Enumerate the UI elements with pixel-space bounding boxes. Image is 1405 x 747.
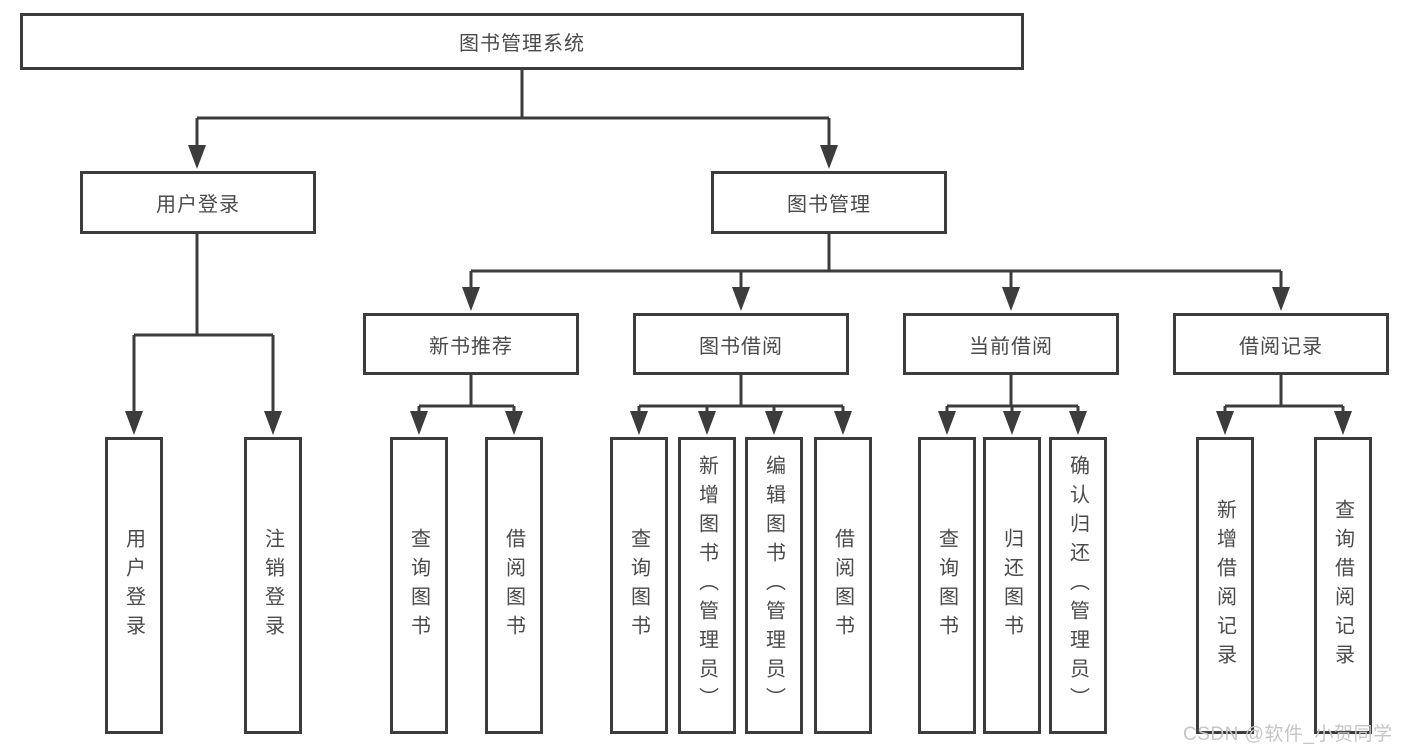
node-label: 查询图书 (627, 527, 650, 644)
node-label: 新增借阅记录 (1213, 498, 1236, 673)
leaf-return-book: 归还图书 (983, 437, 1041, 734)
node-user-login: 用户登录 (80, 171, 316, 234)
node-label: 编辑图书（管理员） (762, 455, 785, 716)
node-label: 查询借阅记录 (1331, 498, 1354, 673)
node-label: 新增图书（管理员） (695, 455, 718, 716)
node-label: 注销登录 (261, 527, 284, 644)
leaf-search-books-borrow: 查询图书 (610, 437, 668, 734)
node-label: 确认归还（管理员） (1066, 455, 1089, 716)
node-label: 查询图书 (935, 527, 958, 644)
leaf-add-borrow-record: 新增借阅记录 (1196, 437, 1254, 734)
leaf-edit-book-admin: 编辑图书（管理员） (745, 437, 803, 734)
node-label: 新书推荐 (429, 335, 513, 358)
leaf-confirm-return-admin: 确认归还（管理员） (1049, 437, 1107, 734)
leaf-borrow-books-newbook: 借阅图书 (485, 437, 543, 734)
node-book-borrow: 图书借阅 (633, 313, 849, 375)
leaf-search-books-current: 查询图书 (918, 437, 976, 734)
leaf-search-borrow-record: 查询借阅记录 (1314, 437, 1372, 734)
node-new-book-recommend: 新书推荐 (363, 313, 579, 375)
node-label: 查询图书 (407, 527, 430, 644)
leaf-add-book-admin: 新增图书（管理员） (678, 437, 736, 734)
csdn-watermark: CSDN @软件_小贺同学 (1183, 724, 1393, 745)
node-label: 图书管理系统 (459, 33, 585, 55)
leaf-search-books-newbook: 查询图书 (390, 437, 448, 734)
node-label: 借阅图书 (831, 527, 854, 644)
node-current-borrow: 当前借阅 (903, 313, 1119, 375)
node-book-management: 图书管理 (711, 171, 947, 234)
leaf-logout: 注销登录 (244, 437, 302, 734)
node-label: 归还图书 (1000, 527, 1023, 644)
node-label: 用户登录 (122, 527, 145, 644)
node-label: 图书借阅 (699, 335, 783, 358)
node-label: 当前借阅 (969, 335, 1053, 358)
node-label: 图书管理 (787, 194, 871, 216)
node-label: 用户登录 (156, 194, 240, 216)
leaf-user-login: 用户登录 (105, 437, 163, 734)
node-label: 借阅图书 (502, 527, 525, 644)
node-borrow-records: 借阅记录 (1173, 313, 1389, 375)
node-library-management-system: 图书管理系统 (20, 13, 1024, 70)
leaf-borrow-books-borrow: 借阅图书 (814, 437, 872, 734)
node-label: 借阅记录 (1239, 335, 1323, 358)
